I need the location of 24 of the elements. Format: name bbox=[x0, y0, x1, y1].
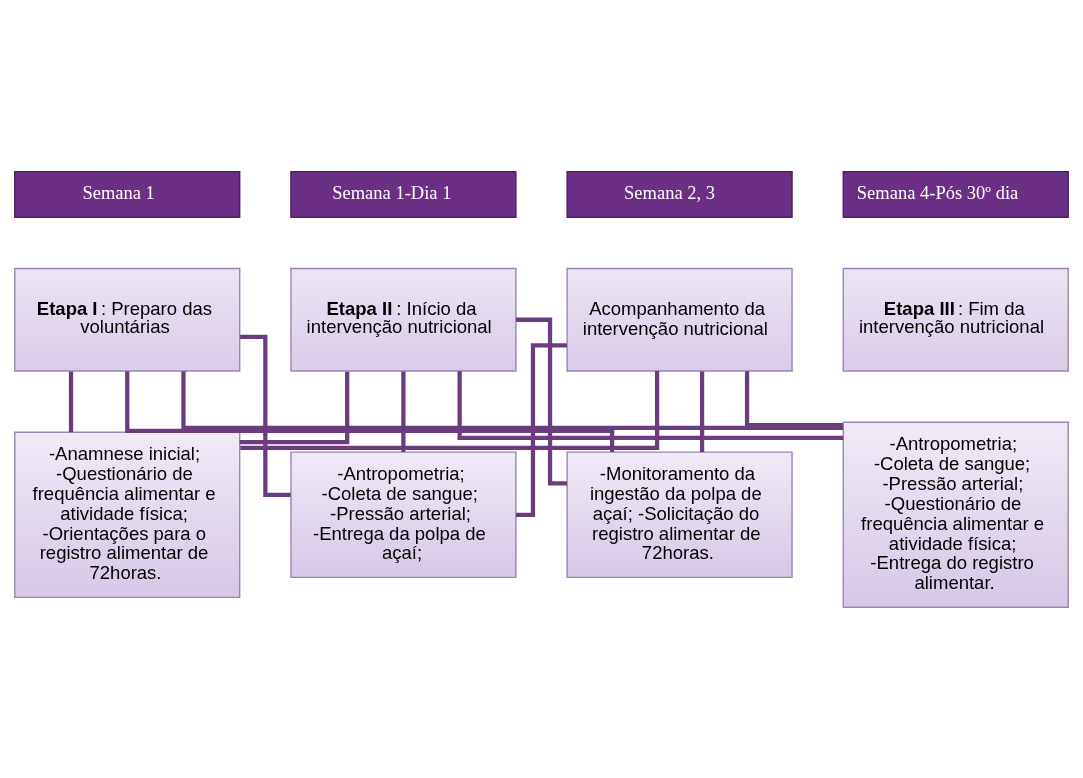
node-box: -Monitoramento da ingestão da polpa de açaí; -Solicitação do registro alimentar de 72horas. bbox=[566, 450, 793, 578]
node-box: Etapa II: Início da intervenção nutricional bbox=[290, 267, 517, 372]
node-box: Semana 1 bbox=[14, 170, 241, 218]
connector bbox=[699, 371, 705, 452]
node-box: Etapa I: Preparo das voluntárias bbox=[14, 267, 241, 372]
connector bbox=[240, 370, 660, 450]
node-box: -Antropometria; -Coleta de sangue; -Pressão arterial; -Entrega da polpa de açaí; bbox=[290, 450, 517, 578]
connector bbox=[516, 342, 567, 517]
node-box: Etapa III: Fim da intervenção nutricional bbox=[842, 267, 1069, 372]
connector bbox=[457, 370, 844, 440]
node-box: -Antropometria; -Coleta de sangue; -Pressão arterial; -Questionário de frequência alimentar e atividade física; -Entrega do registro alimentar. bbox=[842, 421, 1069, 608]
connector bbox=[240, 334, 291, 497]
node-box: Semana 4-Pós 30º dia bbox=[842, 170, 1069, 218]
connector bbox=[744, 370, 843, 427]
node-box: -Anamnese inicial; -Questionário de frequência alimentar e atividade física; -Orientações para o registro alimentar de 72horas. bbox=[14, 431, 241, 598]
connector bbox=[181, 370, 844, 430]
connector bbox=[516, 317, 567, 486]
connector bbox=[68, 371, 74, 432]
node-box: Semana 1-Dia 1 bbox=[290, 170, 517, 218]
node-box: Semana 2, 3 bbox=[566, 170, 793, 218]
node-box: Acompanhamento da intervenção nutricional bbox=[566, 267, 793, 372]
connector bbox=[125, 370, 615, 452]
connector bbox=[401, 371, 406, 452]
connector bbox=[239, 371, 350, 444]
